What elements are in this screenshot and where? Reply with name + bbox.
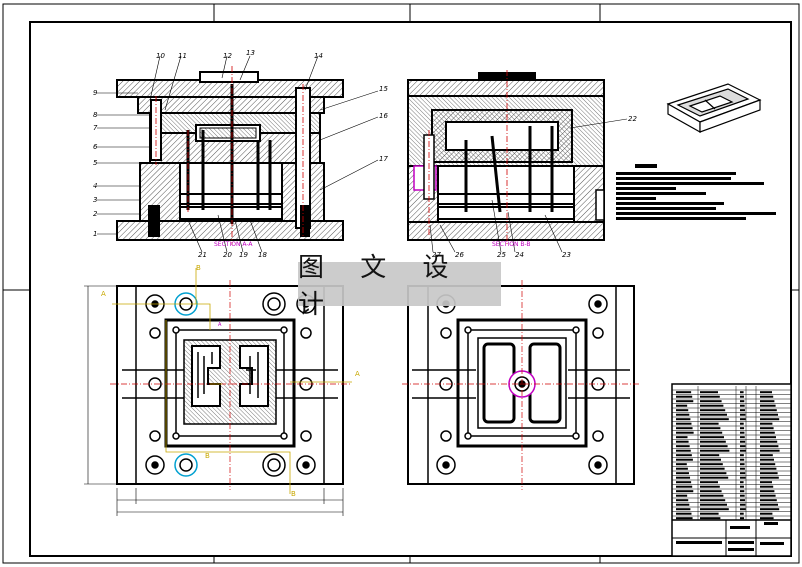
label-20: 20 (223, 251, 232, 259)
technical-notes (616, 164, 776, 220)
label-22: 22 (628, 115, 637, 123)
section-marker-a-left: A (101, 290, 106, 298)
label-14: 14 (314, 52, 323, 60)
label-6: 6 (93, 143, 98, 151)
label-26: 26 (455, 251, 464, 259)
label-19: 19 (239, 251, 248, 259)
label-27: 27 (432, 251, 441, 259)
section-view-a-a: 1 2 3 4 5 6 7 8 9 10 11 12 13 14 15 16 1… (93, 49, 388, 259)
section-marker-a-right: A (355, 370, 360, 378)
label-11: 11 (178, 52, 187, 60)
section-marker-b-bottom: B (291, 490, 296, 498)
section-marker-a-mid: A (218, 322, 222, 328)
section-marker-b-mid: B (205, 452, 210, 460)
label-17: 17 (379, 155, 388, 163)
label-3: 3 (93, 196, 97, 204)
section-a-a-title: SECTION A-A (214, 241, 253, 248)
moving-half-plan-view: A B A B B A (84, 264, 360, 516)
section-marker-b-top: B (196, 264, 201, 272)
outer-frame (2, 3, 800, 564)
section-b-b-title: SECTION B-B (492, 241, 531, 248)
label-18: 18 (258, 251, 267, 259)
label-23: 23 (562, 251, 571, 259)
label-1: 1 (93, 230, 97, 238)
label-10: 10 (156, 52, 165, 60)
frame-ticks (3, 4, 799, 563)
label-9: 9 (93, 89, 98, 97)
section-view-b-b: 22 23 24 25 26 27 SECTION B-B (407, 70, 637, 259)
label-21: 21 (198, 251, 207, 259)
label-12: 12 (223, 52, 232, 60)
label-5: 5 (93, 159, 98, 167)
label-16: 16 (379, 112, 388, 120)
label-24: 24 (515, 251, 524, 259)
label-25: 25 (497, 251, 506, 259)
title-block (671, 383, 792, 557)
label-8: 8 (93, 111, 98, 119)
watermark-label: 图 文 设 计 (298, 253, 501, 320)
fixed-half-plan-view (402, 280, 640, 490)
label-2: 2 (93, 210, 98, 218)
label-7: 7 (93, 124, 98, 132)
label-4: 4 (93, 182, 97, 190)
label-15: 15 (379, 85, 388, 93)
product-isometric-view (666, 83, 762, 134)
label-13: 13 (246, 49, 255, 57)
